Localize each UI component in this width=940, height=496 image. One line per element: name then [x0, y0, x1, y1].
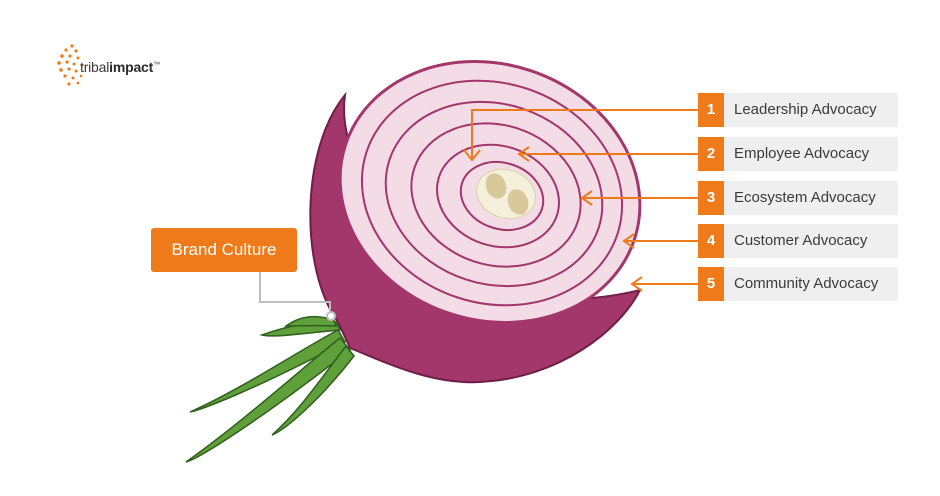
logo-trademark: ™ [153, 61, 160, 69]
brand-culture-connector [259, 272, 331, 314]
layer-number: 4 [698, 224, 724, 258]
layer-number: 1 [698, 93, 724, 127]
layer-number: 3 [698, 181, 724, 215]
layer-item-community: 5 Community Advocacy [698, 267, 898, 301]
layer-arrows [463, 109, 698, 292]
layer-item-customer: 4 Customer Advocacy [698, 224, 898, 258]
logo-wordmark: tribalimpact™ [80, 59, 160, 75]
brand-culture-dot [326, 311, 336, 321]
tribal-impact-logo [57, 44, 84, 86]
logo-text-bold: impact [109, 59, 154, 75]
layer-number: 2 [698, 137, 724, 171]
onion-leaves [185, 315, 355, 463]
layer-item-employee: 2 Employee Advocacy [698, 137, 898, 171]
layer-item-leadership: 1 Leadership Advocacy [698, 93, 898, 127]
layer-item-ecosystem: 3 Ecosystem Advocacy [698, 181, 898, 215]
brand-culture-callout: Brand Culture [151, 228, 297, 272]
layer-label: Customer Advocacy [734, 232, 868, 249]
layer-label: Leadership Advocacy [734, 101, 877, 118]
onion-rings [360, 79, 624, 307]
layer-label: Community Advocacy [734, 275, 879, 292]
onion-core [476, 168, 536, 220]
layer-label: Ecosystem Advocacy [734, 189, 876, 206]
logo-text-light: tribal [80, 59, 110, 75]
layer-number: 5 [698, 267, 724, 301]
layer-label: Employee Advocacy [734, 145, 870, 162]
